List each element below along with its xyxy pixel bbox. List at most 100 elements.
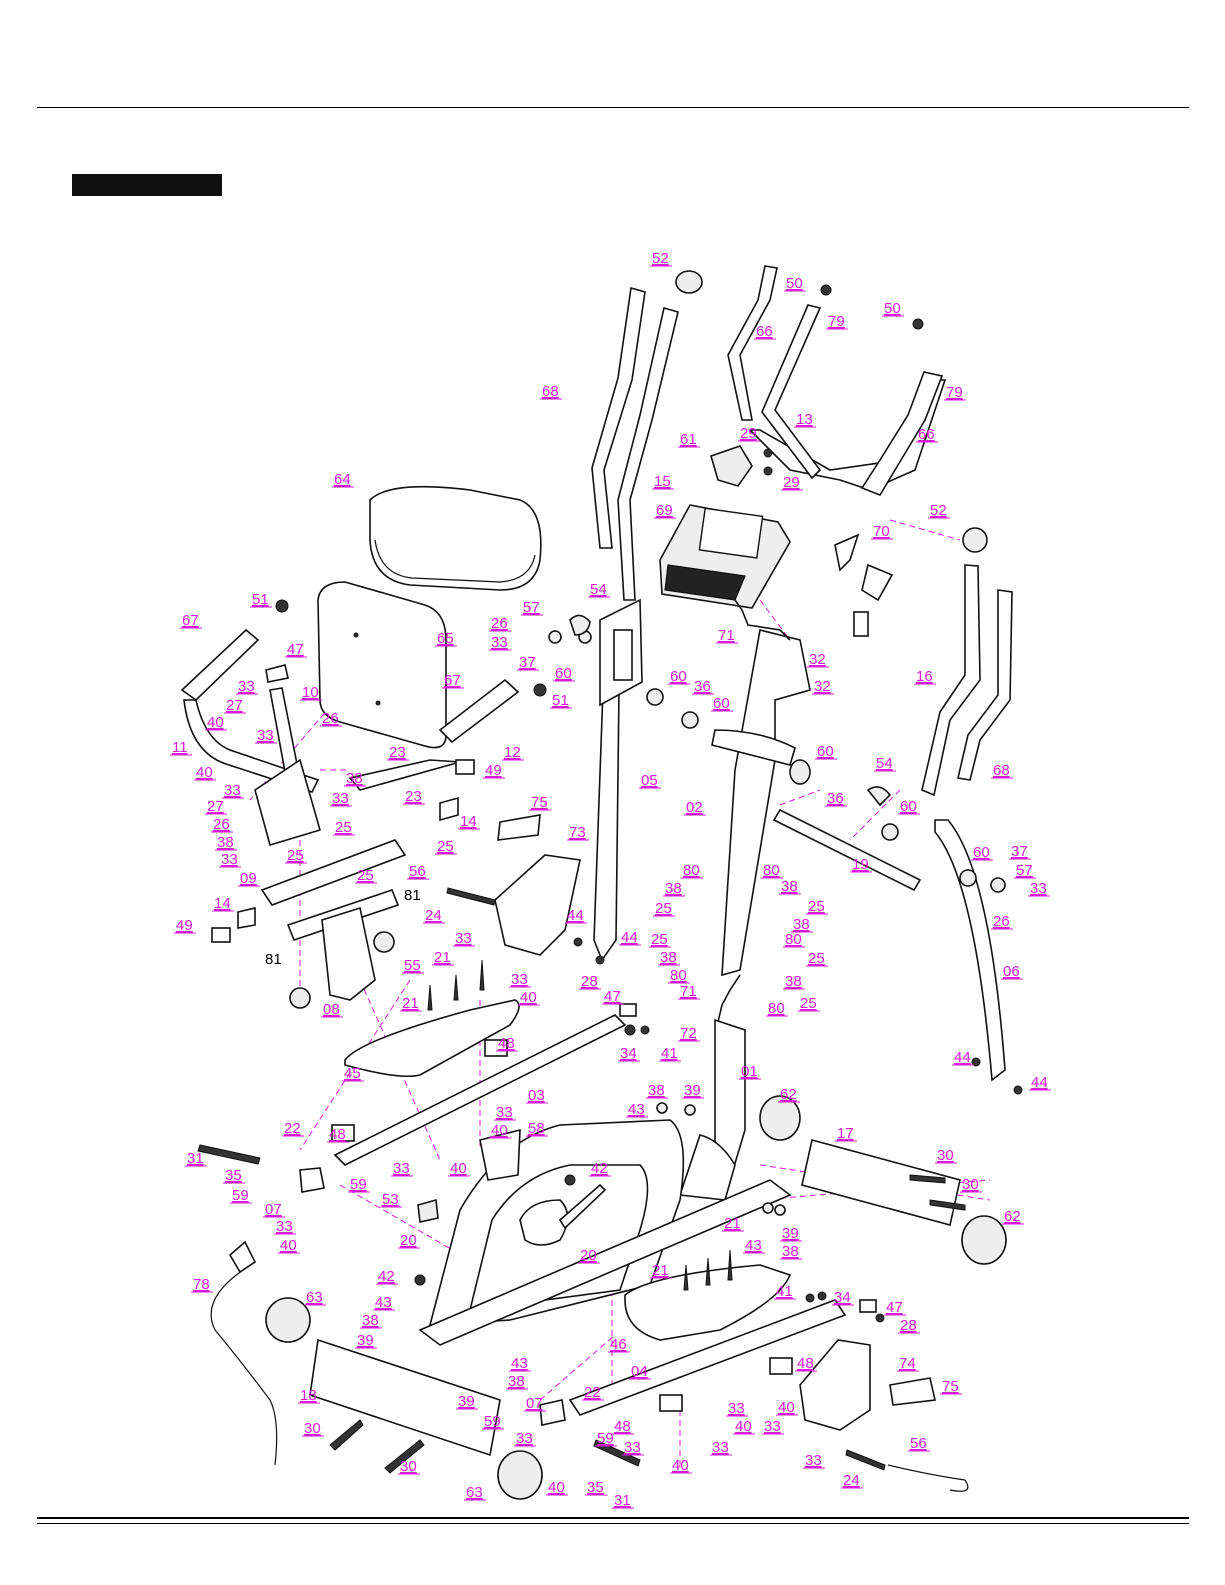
part-label-57: 57 xyxy=(523,599,540,616)
part-label-42: 42 xyxy=(591,1160,608,1177)
pedal-rail-04 xyxy=(539,1264,847,1426)
part-label-25: 25 xyxy=(287,847,304,864)
part-label-40: 40 xyxy=(196,764,213,781)
part-label-33: 33 xyxy=(764,1418,781,1435)
lower-arm-06 xyxy=(921,527,1013,1082)
console-69 xyxy=(659,504,894,637)
heart-sensor-70 xyxy=(834,533,860,572)
pulse-housing-61 xyxy=(710,445,753,487)
part-label-01: 01 xyxy=(741,1063,758,1080)
part-label-33: 33 xyxy=(332,790,349,807)
part-label-29: 29 xyxy=(740,425,757,442)
part-label-21: 21 xyxy=(652,1262,669,1279)
part-label-71: 71 xyxy=(680,983,697,1000)
part-label-38: 38 xyxy=(785,973,802,990)
part-label-59: 59 xyxy=(597,1430,614,1447)
rear-stabilizer-17 xyxy=(759,1095,1007,1265)
part-label-13: 13 xyxy=(796,411,813,428)
end-cap-52 xyxy=(675,270,703,294)
knob-53 xyxy=(417,1198,439,1223)
part-label-38: 38 xyxy=(362,1312,379,1329)
seat-frame-10 xyxy=(211,664,475,1009)
part-label-68: 68 xyxy=(542,383,559,400)
part-label-23: 23 xyxy=(389,744,406,761)
part-label-04: 04 xyxy=(631,1363,648,1380)
part-label-40: 40 xyxy=(450,1160,467,1177)
footer-rule-bottom xyxy=(37,1523,1189,1524)
part-label-26: 26 xyxy=(213,816,230,833)
part-label-40: 40 xyxy=(778,1399,795,1416)
part-label-54: 54 xyxy=(876,755,893,772)
part-label-33: 33 xyxy=(276,1218,293,1235)
part-label-26: 26 xyxy=(993,913,1010,930)
part-label-38: 38 xyxy=(508,1373,525,1390)
part-label-37: 37 xyxy=(519,654,536,671)
part-label-21: 21 xyxy=(402,995,419,1012)
part-label-02: 02 xyxy=(686,799,703,816)
part-label-28: 28 xyxy=(900,1317,917,1334)
part-label-10: 10 xyxy=(302,684,319,701)
power-adapter-78 xyxy=(210,1240,969,1492)
part-label-40: 40 xyxy=(520,989,537,1006)
part-label-43: 43 xyxy=(375,1294,392,1311)
part-label-44: 44 xyxy=(954,1049,971,1066)
bracket-14 xyxy=(237,906,256,929)
part-label-23: 23 xyxy=(405,788,422,805)
section-title-bar xyxy=(72,174,222,196)
part-label-25: 25 xyxy=(335,819,352,836)
part-label-63: 63 xyxy=(306,1289,323,1306)
part-label-38: 38 xyxy=(665,880,682,897)
part-label-32: 32 xyxy=(809,651,826,668)
end-cap-49 xyxy=(211,927,231,943)
part-label-63: 63 xyxy=(466,1484,483,1501)
part-label-21: 21 xyxy=(434,949,451,966)
part-label-43: 43 xyxy=(745,1237,762,1254)
part-label-59: 59 xyxy=(350,1176,367,1193)
part-label-22: 22 xyxy=(284,1120,301,1137)
part-label-33: 33 xyxy=(624,1439,641,1456)
part-label-46: 46 xyxy=(610,1336,627,1353)
leader-lines xyxy=(170,265,1051,1509)
part-label-80: 80 xyxy=(683,862,700,879)
part-label-33: 33 xyxy=(1030,880,1047,897)
part-label-60: 60 xyxy=(817,743,834,760)
part-label-60: 60 xyxy=(973,844,990,861)
part-label-39: 39 xyxy=(458,1393,475,1410)
cover-48 xyxy=(331,1124,355,1142)
part-label-26: 26 xyxy=(491,615,508,632)
part-label-60: 60 xyxy=(713,695,730,712)
part-label-78: 78 xyxy=(193,1276,210,1293)
part-label-07: 07 xyxy=(526,1395,543,1412)
part-label-28: 28 xyxy=(581,973,598,990)
part-label-54: 54 xyxy=(590,581,607,598)
main-frame-cover xyxy=(417,1119,792,1346)
part-label-44: 44 xyxy=(1031,1074,1048,1091)
part-label-80: 80 xyxy=(785,931,802,948)
part-label-41: 41 xyxy=(661,1045,678,1062)
fixed-handlebar-13 xyxy=(710,265,947,496)
part-label-40: 40 xyxy=(548,1479,565,1496)
part-label-38: 38 xyxy=(781,878,798,895)
part-label-34: 34 xyxy=(620,1045,637,1062)
part-label-36: 36 xyxy=(827,790,844,807)
wires xyxy=(717,599,791,1023)
upright-02 xyxy=(711,629,811,977)
part-label-48: 48 xyxy=(797,1355,814,1372)
part-label-30: 30 xyxy=(400,1458,417,1475)
part-label-33: 33 xyxy=(511,971,528,988)
part-label-33: 33 xyxy=(516,1430,533,1447)
part-label-51: 51 xyxy=(252,591,269,608)
part-label-40: 40 xyxy=(207,714,224,731)
part-label-08: 08 xyxy=(323,1001,340,1018)
part-label-79: 79 xyxy=(828,313,845,330)
part-label-80: 80 xyxy=(670,967,687,984)
part-label-64: 64 xyxy=(334,471,351,488)
part-label-51: 51 xyxy=(552,692,569,709)
end-cap-50 xyxy=(820,284,832,296)
part-label-62: 62 xyxy=(780,1086,797,1103)
part-label-34: 34 xyxy=(834,1289,851,1306)
part-label-52: 52 xyxy=(930,502,947,519)
front-stabilizer-18 xyxy=(265,1297,543,1500)
part-label-55: 55 xyxy=(404,957,421,974)
part-label-25: 25 xyxy=(437,838,454,855)
